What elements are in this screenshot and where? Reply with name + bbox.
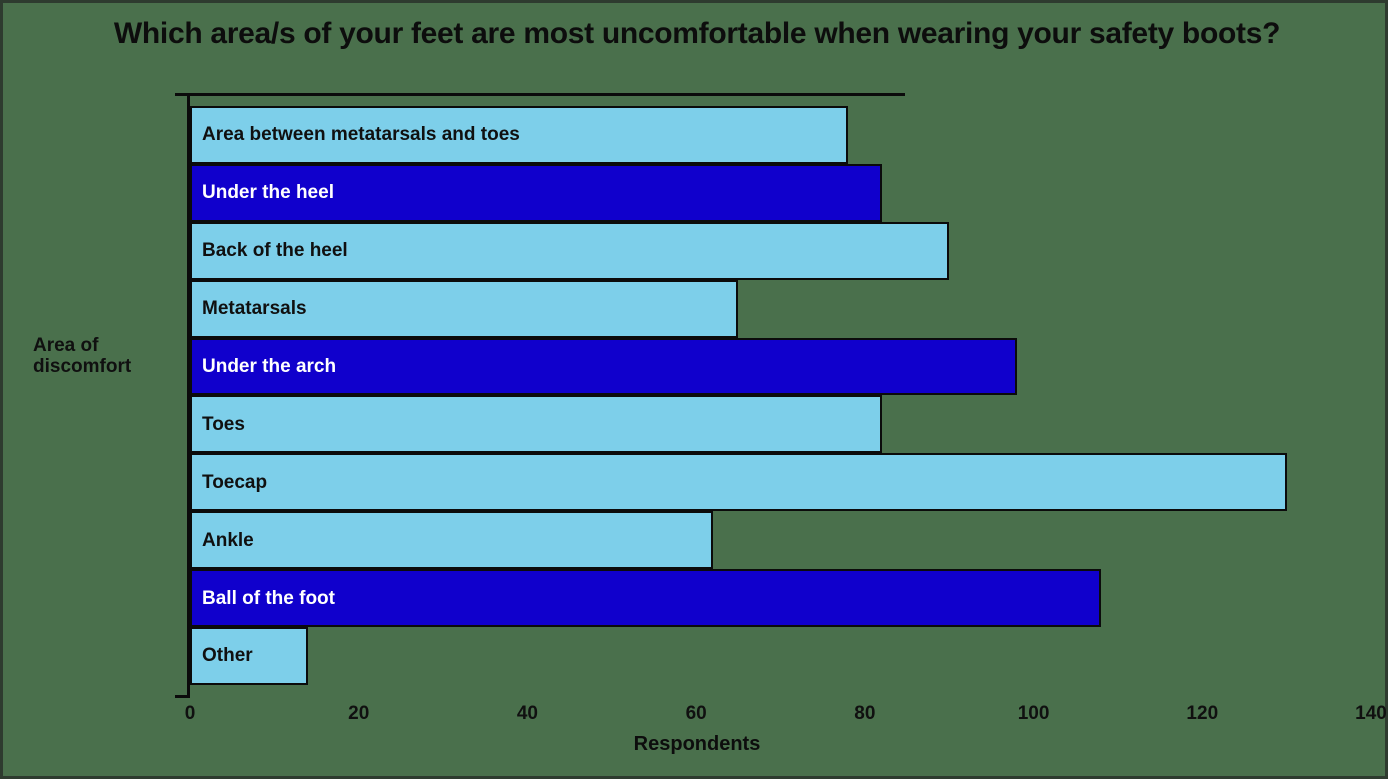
x-tick-label: 80 [854,703,876,724]
bar-row: Metatarsals [190,279,1371,338]
bar[interactable]: Other [190,627,309,685]
y-axis-bottom-cap [175,695,190,698]
bar[interactable]: Ankle [190,511,713,570]
x-tick-label: 120 [1186,703,1219,724]
bar[interactable]: Area between metatarsals and toes [190,106,848,164]
bar[interactable]: Back of the heel [190,221,950,280]
bar-label: Other [202,645,253,667]
plot-top-rule [187,93,905,96]
bar-label: Back of the heel [202,240,348,262]
bar-row: Under the arch [190,337,1371,396]
x-tick-label: 60 [685,703,707,724]
y-axis-line [187,93,190,698]
bar-row: Ankle [190,511,1371,570]
bar-label: Under the heel [202,182,334,204]
bar-label: Ball of the foot [202,587,335,609]
bar-label: Toecap [202,471,268,493]
bar-label: Ankle [202,529,254,551]
x-tick-label: 40 [516,703,538,724]
bar-label: Toes [202,413,245,435]
bar-row: Back of the heel [190,221,1371,280]
bar[interactable]: Toecap [190,453,1287,512]
bar-row: Under the heel [190,163,1371,222]
y-axis-title: Area of discomfort [33,335,183,378]
x-tick-label: 20 [348,703,370,724]
bar-row: Area between metatarsals and toes [190,106,1371,164]
bar[interactable]: Metatarsals [190,279,739,338]
bar-row: Ball of the foot [190,569,1371,628]
bar-label: Metatarsals [202,298,307,320]
bar-label: Area between metatarsals and toes [202,124,520,146]
y-axis-top-cap [175,93,190,96]
x-tick-label: 0 [184,703,196,724]
bar-label: Under the arch [202,356,337,377]
bar[interactable]: Toes [190,395,882,454]
chart-title: Which area/s of your feet are most uncom… [113,17,1281,50]
bar-row: Toecap [190,453,1371,512]
x-tick-label: 100 [1017,703,1050,724]
bar[interactable]: Under the heel [190,163,882,222]
bar[interactable]: Ball of the foot [190,569,1102,628]
bar[interactable]: Under the arch [190,337,1017,396]
bar-row: Other [190,627,1371,685]
x-tick-label: 140 [1355,703,1387,724]
y-axis-title-line-1: Area of [33,335,99,356]
y-axis-title-line-2: discomfort [33,356,132,378]
bar-row: Toes [190,395,1371,454]
x-axis-title: Respondents [633,733,761,755]
